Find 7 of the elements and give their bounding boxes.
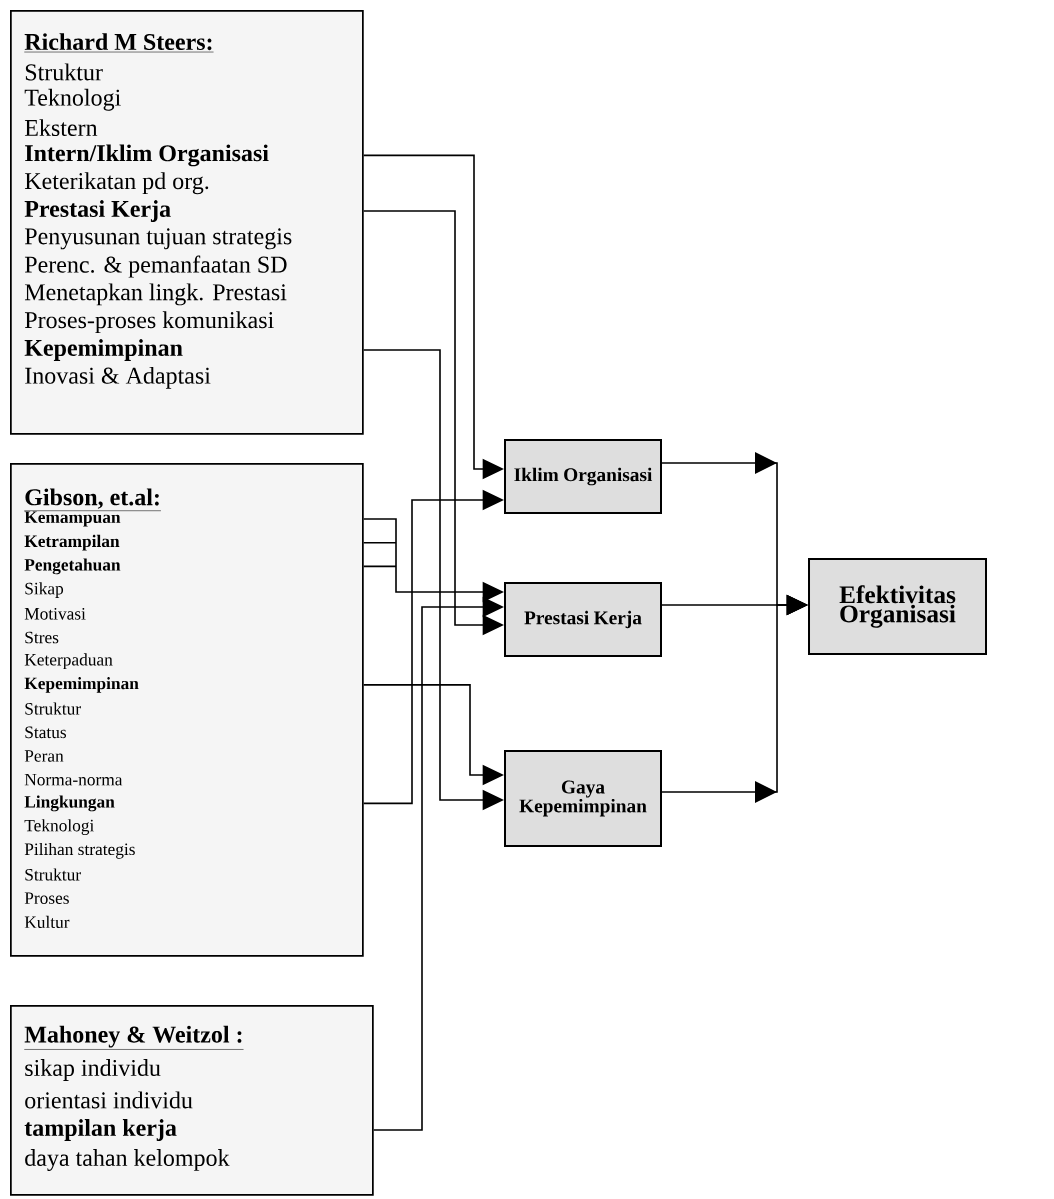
factor-list-box: Richard M Steers: Struktur Teknologi Ekstern Intern/Iklim Organisasi Keterikatan pd org. Prestasi Kerja Penyusunan tujuan strategis Perenc. & pemanfaatan SD Menetapkan lingk. Prestasi Proses-proses komunikasi Kepemimpinan Inovasi & Adaptasi [10,10,364,435]
variable-box: Efektivitas Organisasi [808,558,987,655]
factor-list-box: Mahoney & Weitzol : sikap individu orientasi individu tampilan kerja daya tahan kelompok [10,1005,374,1196]
variable-box: Gaya Kepemimpinan [504,750,662,847]
variable-box: Iklim Organisasi [504,439,662,514]
variable-box: Prestasi Kerja [504,582,662,657]
factor-list-box: Gibson, et.al: Kemampuan Ketrampilan Pengetahuan Sikap Motivasi Stres Keterpaduan Kepemimpinan Struktur Status Peran Norma-norma Lingkungan Teknologi Pilihan strategis Struktur Proses Kultur [10,463,364,957]
